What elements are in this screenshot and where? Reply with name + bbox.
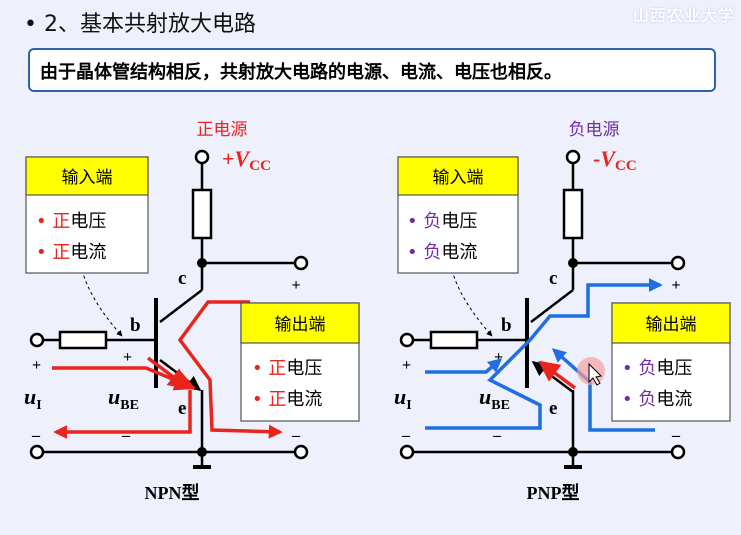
svg-text:–: – [492,427,502,444]
svg-text:+: + [123,349,132,366]
pnp-supply-label: 负电源 [569,120,620,140]
npn-caption: NPN型 [145,482,200,503]
npn-collector-resistor [191,188,213,240]
svg-text:–: – [401,427,411,444]
npn-output-title: 输出端 [275,315,326,335]
pnp-terminal-e: e [549,398,557,419]
pnp-output-item-0: • 负电压 [622,358,692,379]
npn-supply-label: 正电源 [197,120,248,140]
npn-circuit: 正电源 +VCC + c e b [24,120,309,503]
pnp-output-title: 输出端 [646,315,697,335]
svg-text:+: + [671,277,680,294]
npn-input-box: 输入端 • 正电压 • 正电流 [25,156,149,274]
slide-title: • 2、基本共射放大电路 [24,12,256,37]
pnp-input-loop-arrow [425,278,663,430]
svg-text:+: + [494,349,503,366]
npn-ground-right-terminal [293,444,309,460]
npn-input-title: 输入端 [62,168,113,188]
pnp-terminal-b: b [501,315,512,336]
npn-terminal-c: c [178,268,186,289]
npn-ube-label: uBE [108,384,139,413]
npn-output-item-0: • 正电压 [252,358,322,379]
cursor-icon [588,362,603,386]
pnp-ground-left-terminal [399,444,415,460]
watermark-logo: 山西农业大学 [632,6,735,25]
explanation-box: 由于晶体管结构相反，共射放大电路的电源、电流、电压也相反。 [28,48,716,92]
pnp-output-box: 输出端 • 负电压 • 负电流 [611,302,731,422]
npn-vcc-label: +VCC [222,146,271,174]
svg-text:+: + [32,357,41,374]
pnp-output-current-arrow [551,348,655,432]
npn-terminal-b: b [130,315,141,336]
npn-output-current-arrow [177,300,283,439]
pnp-ground-right-terminal [670,444,686,460]
npn-ui-label: uI [24,384,42,413]
pnp-emitter-current-arrow [538,360,577,390]
pnp-output-plus-terminal [670,255,686,271]
pnp-input-item-0: • 负电压 [407,211,477,232]
pnp-vcc-terminal [565,149,581,165]
pnp-input-title: 输入端 [433,168,484,188]
npn-input-terminal [29,332,45,348]
npn-input-return-arrow [53,390,192,439]
npn-output-item-1: • 正电流 [252,389,322,410]
npn-input-item-1: • 正电流 [36,242,106,263]
pnp-base-resistor [429,330,479,350]
npn-output-box: 输出端 • 正电压 • 正电流 [240,302,360,422]
pnp-ube-label: uBE [479,384,510,413]
svg-text:+: + [291,277,300,294]
pnp-input-box: 输入端 • 负电压 • 负电流 [397,156,519,274]
pnp-input-item-1: • 负电流 [407,242,477,263]
pnp-base-current-arrow [425,358,503,374]
svg-text:–: – [671,427,681,444]
pnp-ui-label: uI [394,384,412,413]
svg-text:+: + [402,357,411,374]
npn-base-resistor [58,330,108,350]
pnp-vcc-label: -VCC [593,146,637,174]
pnp-output-item-1: • 负电流 [622,389,692,410]
npn-input-item-0: • 正电压 [36,211,106,232]
npn-terminal-e: e [178,398,186,419]
pnp-circuit: 负电源 -VCC + c e b + + [394,120,686,503]
svg-text:–: – [291,427,301,444]
svg-text:–: – [31,427,41,444]
pnp-input-terminal [399,332,415,348]
pnp-caption: PNP型 [527,482,580,503]
npn-vcc-terminal [194,149,210,165]
npn-output-plus-terminal [293,255,309,271]
svg-text:–: – [121,427,131,444]
pnp-collector-resistor [562,188,584,240]
pnp-terminal-c: c [549,268,557,289]
npn-ground-left-terminal [29,444,45,460]
